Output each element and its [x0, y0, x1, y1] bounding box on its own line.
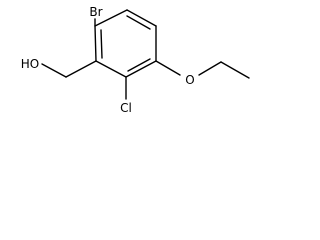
- bond-ch2-oh: [41, 63, 67, 78]
- atom-label-br: Br: [89, 5, 102, 19]
- bond-ch2-ch3: [220, 61, 250, 79]
- ring-bond-5: [95, 60, 127, 78]
- atom-label-cl: Cl: [120, 101, 132, 115]
- ring-double-bond-left: [100, 29, 103, 59]
- ring-bond-4: [125, 60, 157, 78]
- ring-bond-2: [126, 9, 157, 27]
- atom-label-o: O: [185, 73, 194, 87]
- molecule-canvas: Br HO Cl O: [0, 0, 264, 138]
- structure-diagram: Br HO Cl O: [21, 5, 250, 115]
- bond-ring-o: [155, 60, 181, 76]
- ring-bond-1: [94, 9, 128, 27]
- ring-double-bond-right: [127, 58, 151, 72]
- ring-bond-6: [94, 25, 97, 62]
- bond-ring-ch2: [65, 60, 97, 78]
- ring-double-bond-top: [126, 15, 151, 30]
- atom-label-ho: HO: [21, 57, 39, 71]
- bond-o-ch2: [198, 61, 222, 76]
